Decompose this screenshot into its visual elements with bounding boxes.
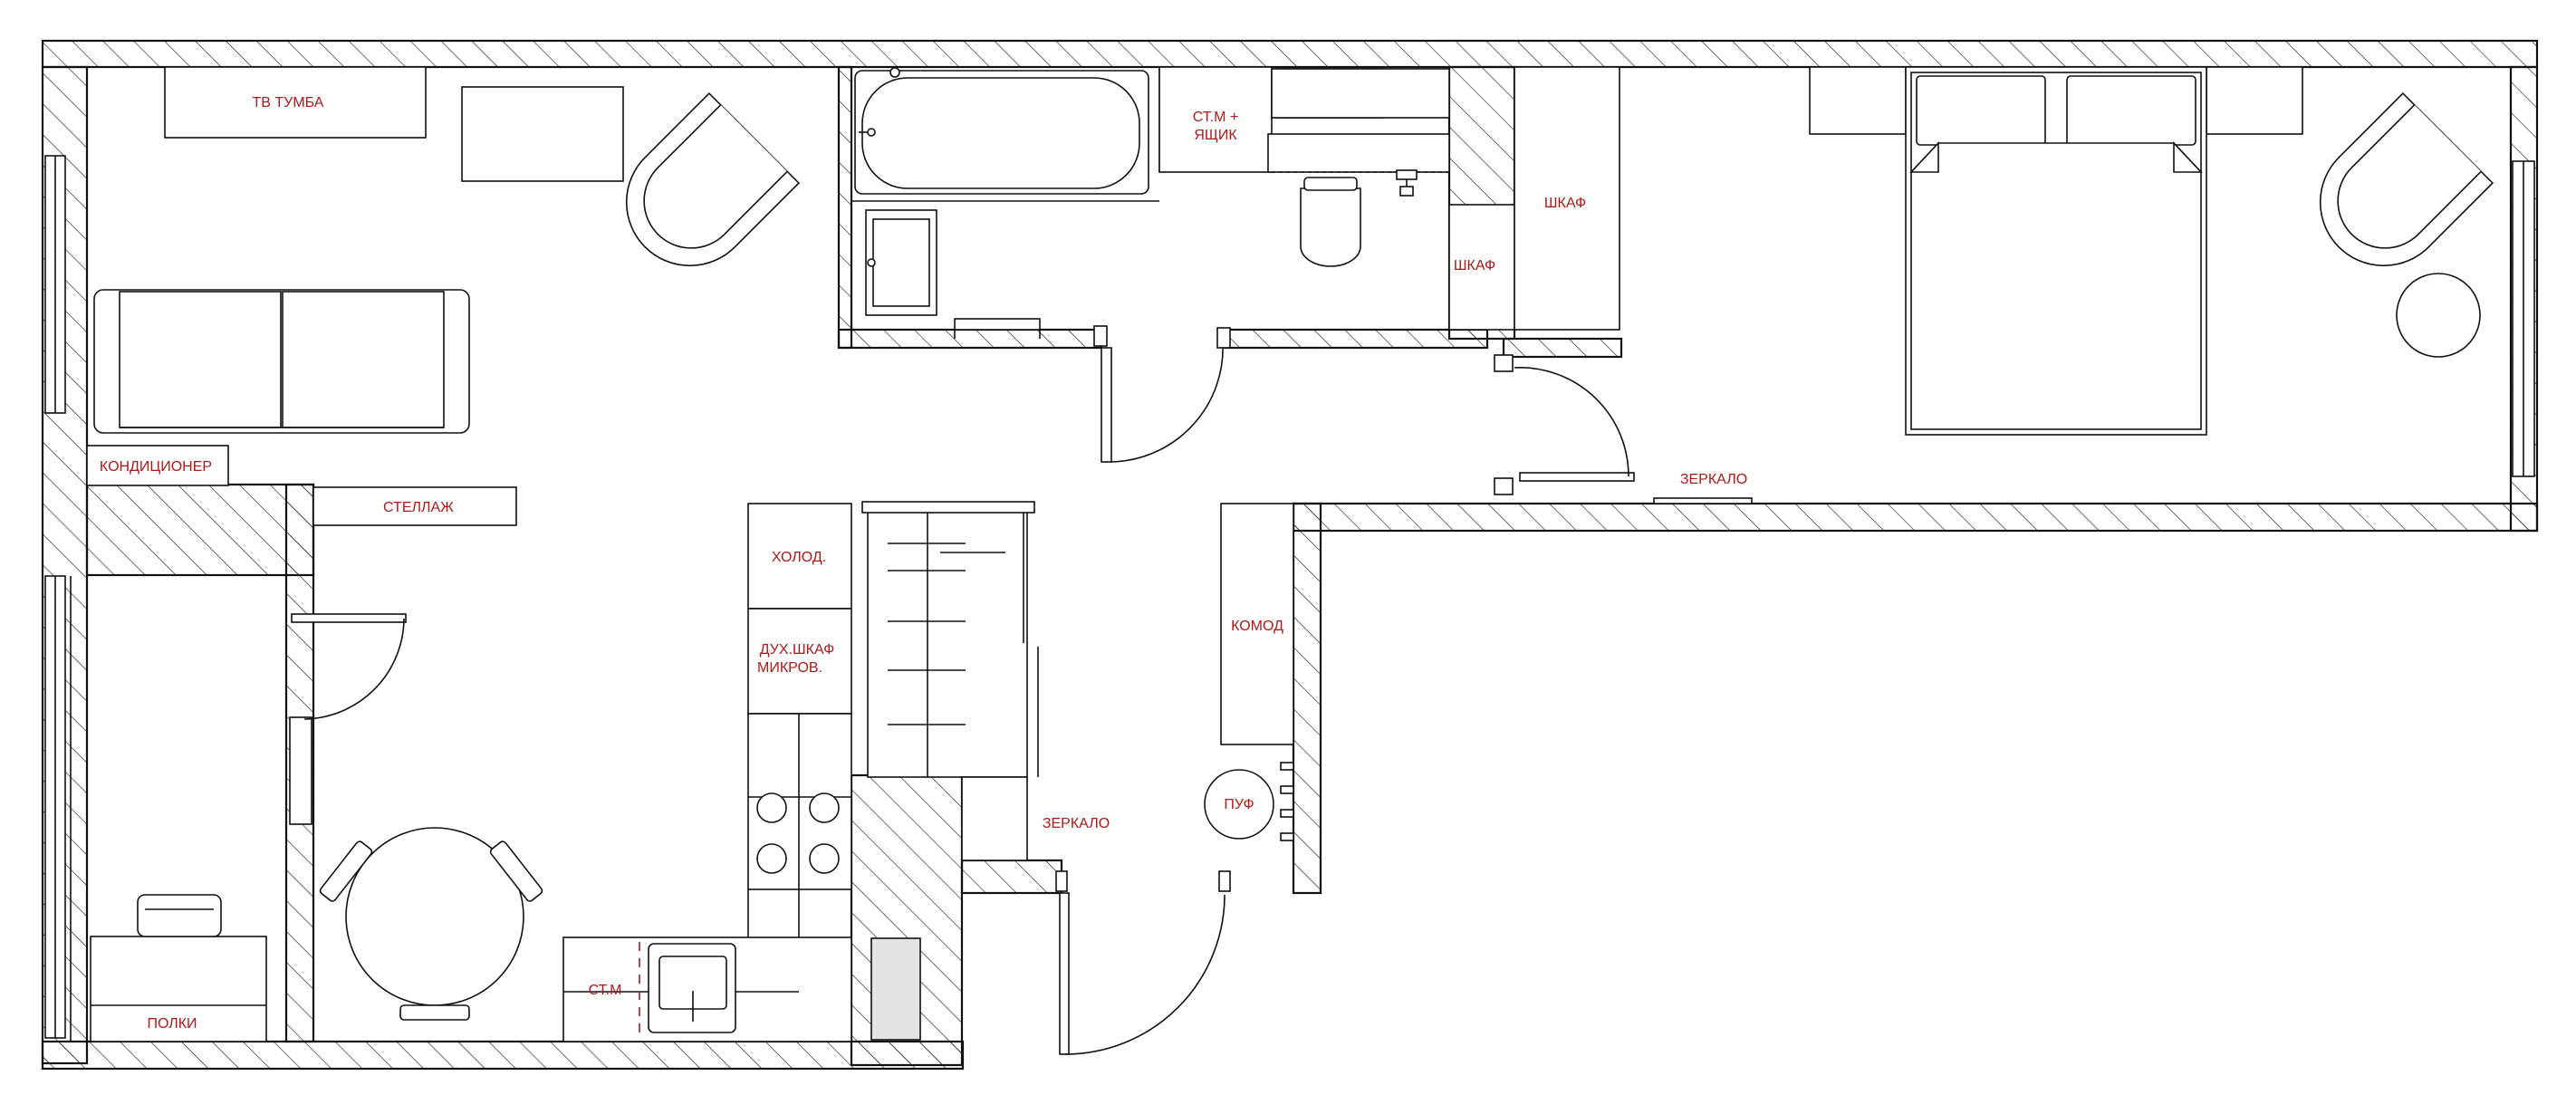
shoe-rack: [1280, 762, 1294, 841]
hallway: [861, 501, 1294, 1041]
toilet: [1300, 177, 1361, 267]
wall-hall-niche: [960, 859, 1063, 895]
door-entrance: [1055, 870, 1231, 1055]
door-storage: [289, 613, 407, 825]
chair-right: [489, 840, 543, 902]
washer-bath: [1158, 66, 1273, 173]
hall-mirror-niche: [961, 776, 1028, 861]
bedroom: [1514, 66, 2494, 504]
label-wardrobe-small: ШКАФ: [1454, 258, 1495, 274]
labels: ТВ ТУМБА КОНДИЦИОНЕР СТЕЛЛАЖ ХОЛОД. ДУХ.…: [100, 95, 1747, 1032]
tv-stand: [164, 66, 427, 139]
door-bath: [1093, 325, 1231, 463]
label-shelves: ПОЛКИ: [147, 1016, 197, 1032]
wall-bath-bottom-b: [1223, 328, 1489, 350]
label-oven-line2: МИКРОВ.: [757, 660, 822, 676]
nightstand-right: [2206, 66, 2303, 135]
wall-bed-corridor: [1502, 337, 1623, 359]
chair-bottom: [399, 1004, 470, 1021]
label-tv-stand: ТВ ТУМБА: [253, 95, 324, 110]
pouf: [1204, 769, 1274, 840]
label-mirror-bedroom: ЗЕРКАЛО: [1680, 472, 1747, 487]
windows: [44, 155, 2535, 1039]
shelving: [312, 486, 517, 526]
wall-top: [41, 39, 2539, 69]
label-air-conditioner: КОНДИЦИОНЕР: [100, 459, 212, 475]
wall-hall-right: [1292, 502, 1322, 895]
armchair-living: [625, 91, 801, 267]
label-wardrobe: ШКАФ: [1544, 196, 1586, 211]
chair-left: [319, 840, 373, 902]
hall-wardrobe: [867, 503, 1028, 778]
wall-storage-top: [85, 483, 315, 577]
sofa: [93, 289, 470, 434]
wall-bath-left: [837, 65, 853, 350]
oven-microwave: [747, 608, 852, 715]
label-washer-kitchen: СТ.М: [589, 983, 622, 998]
wardrobe-small: [1448, 204, 1515, 331]
label-oven-line1: ДУХ.ШКАФ: [760, 642, 835, 658]
label-mirror-hall: ЗЕРКАЛО: [1043, 816, 1110, 831]
label-fridge: ХОЛОД.: [772, 550, 826, 565]
dining: [319, 827, 543, 1021]
living-room: [86, 66, 801, 526]
label-dresser: КОМОД: [1231, 619, 1283, 634]
tv-screen: [461, 86, 624, 182]
label-shelving: СТЕЛЛАЖ: [383, 500, 454, 515]
air-conditioner: [86, 445, 229, 486]
side-table: [2396, 273, 2481, 358]
kitchen: [562, 503, 852, 1042]
wall-bottom-left: [41, 1040, 965, 1071]
bedroom-mirror: [1653, 497, 1753, 504]
label-pouf: ПУФ: [1224, 797, 1254, 812]
towel-rail: [954, 318, 1041, 331]
label-washer-bath-line2: ЯЩИК: [1194, 128, 1237, 143]
storage-room: [70, 576, 267, 1042]
bath-counter: [1267, 133, 1450, 173]
armchair-bedroom: [2319, 91, 2494, 267]
doors: [289, 325, 1635, 1055]
dresser: [1220, 503, 1294, 745]
bath-faucet: [1396, 169, 1418, 197]
chair-storage: [137, 894, 222, 937]
label-washer-bath-line1: СТ.М +: [1193, 110, 1239, 125]
bed: [1905, 66, 2207, 436]
bathroom: [851, 66, 1515, 339]
shelves: [90, 936, 267, 1042]
door-bedroom: [1494, 354, 1635, 495]
wall-bedroom-bottom: [1292, 502, 2539, 533]
nightstand-left: [1809, 66, 1907, 135]
wall-bath-bottom-a: [837, 328, 1103, 350]
hall-cabinet-grey: [870, 937, 921, 1041]
wardrobe-bedroom: [1514, 66, 1620, 331]
